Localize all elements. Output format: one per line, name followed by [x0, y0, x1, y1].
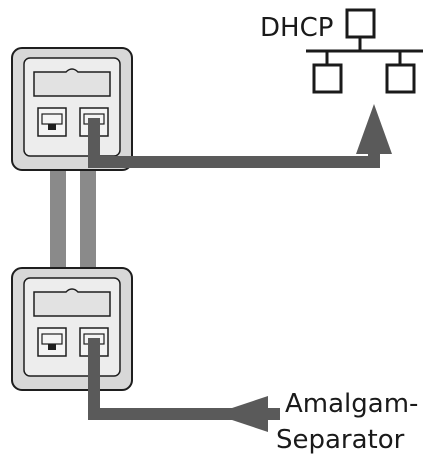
outlet-label-slot — [33, 288, 111, 317]
network-topology-icon — [306, 8, 423, 94]
outlet-label-slot — [33, 68, 111, 97]
dhcp-cable — [88, 104, 392, 168]
separator-label-line1: Amalgam- — [285, 389, 418, 419]
arrow-icon — [214, 396, 268, 432]
server-box — [345, 8, 376, 39]
client-box-right — [385, 63, 416, 94]
riser-cable-right — [80, 168, 96, 276]
riser-cables — [50, 168, 96, 276]
ethernet-port-icon — [37, 327, 67, 357]
riser-cable-left — [50, 168, 66, 276]
cable-line — [88, 118, 380, 168]
dhcp-label: DHCP — [260, 13, 333, 43]
ethernet-port-icon — [37, 107, 67, 137]
separator-cable — [88, 338, 280, 432]
separator-label-line2: Separator — [276, 425, 405, 455]
client-box-left — [312, 63, 343, 94]
top-wall-outlet — [11, 47, 133, 171]
bottom-wall-outlet — [11, 267, 133, 391]
arrow-icon — [356, 104, 392, 154]
